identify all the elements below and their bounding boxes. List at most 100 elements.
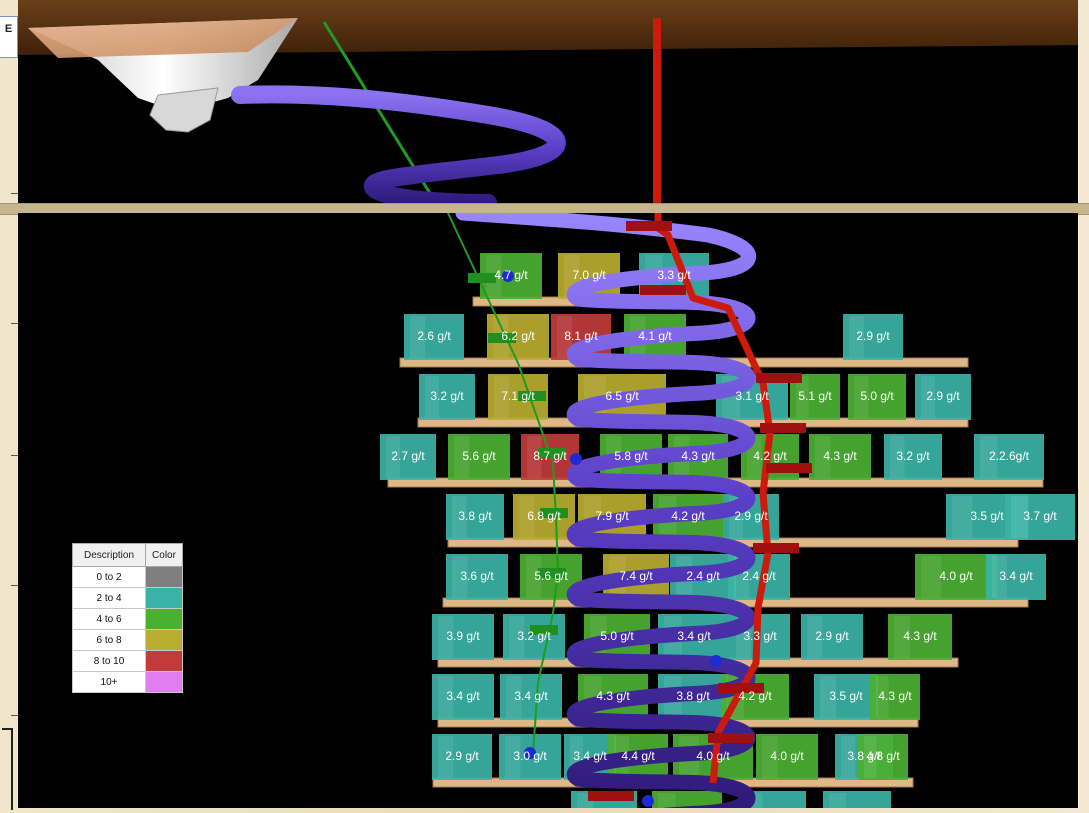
stope-block[interactable] <box>380 434 436 480</box>
stope-grade-label: 5.6 g/t <box>462 449 496 463</box>
view-side-tab[interactable]: E <box>0 16 18 58</box>
stope-grade-label: 3.8 g/t <box>676 689 710 703</box>
stope-block[interactable] <box>740 791 806 808</box>
stope-grade-label: 4.3 g/t <box>823 449 857 463</box>
stope-block[interactable] <box>888 614 952 660</box>
stope-block[interactable] <box>503 614 565 660</box>
decline-line <box>447 213 560 754</box>
stope-grade-label: 7.4 g/t <box>619 569 653 583</box>
stope-block[interactable] <box>858 734 908 780</box>
stope-block[interactable] <box>756 734 818 780</box>
stope-grade-label: 3.4 g/t <box>677 629 711 643</box>
decline-access <box>538 568 566 578</box>
stope-grade-label: 4.2 g/t <box>738 689 772 703</box>
stope-shading <box>494 376 509 418</box>
decline-access <box>468 273 496 283</box>
stope-block[interactable] <box>915 374 971 420</box>
stope-shading <box>807 616 823 658</box>
stope-block[interactable] <box>446 554 508 600</box>
open-pit-floor <box>149 87 219 133</box>
stope-grade-label: 3.2 g/t <box>430 389 464 403</box>
stope-shading <box>864 736 877 778</box>
legend-range-label: 10+ <box>72 671 146 693</box>
stope-grade-label: 4.2 g/t <box>753 449 787 463</box>
ruler-tick <box>11 455 18 456</box>
stope-block[interactable] <box>801 614 863 660</box>
stope-grade-label: 4.4 g/t <box>621 749 655 763</box>
stope-shading <box>519 496 535 538</box>
stope-grade-label: 4.8 g/t <box>866 749 900 763</box>
stope-block[interactable] <box>870 674 920 720</box>
stope-shading <box>658 793 676 808</box>
legend-row: 8 to 10 <box>72 650 183 672</box>
surface-scene <box>18 0 1078 203</box>
stope-shading <box>452 556 468 598</box>
stope-grade-label: 3.0 g/t <box>513 749 547 763</box>
spiral-ramp <box>455 213 756 808</box>
legend-range-label: 2 to 4 <box>72 587 146 609</box>
decline-access <box>530 625 558 635</box>
stope-grade-label: 4.1 g/t <box>670 806 704 808</box>
stope-grade-label: 7.9 g/t <box>595 509 629 523</box>
stope-block[interactable] <box>652 791 722 808</box>
stope-block[interactable] <box>986 554 1046 600</box>
stope-block[interactable] <box>500 674 562 720</box>
frame-corner <box>2 728 13 810</box>
stope-block[interactable] <box>404 314 464 360</box>
legend-row: 6 to 8 <box>72 629 183 651</box>
view-side-tab-label: E <box>4 23 13 35</box>
stope-shading <box>506 676 522 718</box>
stope-shading <box>410 316 425 358</box>
stope-shading <box>992 556 1007 598</box>
stope-grade-label: 4.2 g/t <box>671 509 705 523</box>
legend-swatch <box>145 608 183 630</box>
stope-block[interactable] <box>432 734 492 780</box>
stope-block[interactable] <box>448 434 510 480</box>
shaft-station <box>640 285 686 295</box>
stope-block[interactable] <box>432 614 494 660</box>
stope-shading <box>557 316 572 358</box>
stope-grade-label: 6.2 g/t <box>501 329 535 343</box>
ramp-marker <box>570 453 582 465</box>
stope-block[interactable] <box>915 554 997 600</box>
legend-swatch <box>145 566 183 588</box>
stope-shading <box>425 376 439 418</box>
stope-grade-label: 3.8 g/t <box>458 509 492 523</box>
stope-grade-label: 2.7 g/t <box>391 449 425 463</box>
stope-block[interactable] <box>419 374 475 420</box>
stope-block[interactable] <box>814 674 878 720</box>
legend-swatch <box>145 629 183 651</box>
stope-block[interactable] <box>974 434 1044 480</box>
legend-row: 2 to 4 <box>72 587 183 609</box>
shaft-station <box>588 791 634 801</box>
stope-shading <box>527 436 542 478</box>
stope-block[interactable] <box>432 674 494 720</box>
stope-grade-label: 2.9 g/t <box>856 329 890 343</box>
stope-grade-label: 5.0 g/t <box>860 389 894 403</box>
shaft-station <box>753 543 799 553</box>
shaft-station <box>708 733 754 743</box>
ramp-marker <box>642 795 654 807</box>
stope-grade-label: 2.9 g/t <box>445 749 479 763</box>
shaft-station <box>766 463 812 473</box>
stope-block[interactable] <box>884 434 942 480</box>
stope-shading <box>890 436 905 478</box>
stope-block[interactable] <box>823 791 891 808</box>
surface-viewport[interactable] <box>18 0 1078 203</box>
stope-shading <box>894 616 910 658</box>
stope-block[interactable] <box>446 494 504 540</box>
stope-grade-label: 4.0 g/t <box>770 749 804 763</box>
stope-block[interactable] <box>1005 494 1075 540</box>
stope-block[interactable] <box>809 434 871 480</box>
stope-grade-label: 2.9 g/t <box>815 629 849 643</box>
stope-shading <box>438 676 454 718</box>
stope-shading <box>854 376 869 418</box>
stope-grade-label: 7.1 g/t <box>501 389 535 403</box>
stope-shading <box>815 436 831 478</box>
stope-block[interactable] <box>848 374 906 420</box>
stope-grade-label: 2.4 g/t <box>686 569 720 583</box>
stope-block[interactable] <box>843 314 903 360</box>
